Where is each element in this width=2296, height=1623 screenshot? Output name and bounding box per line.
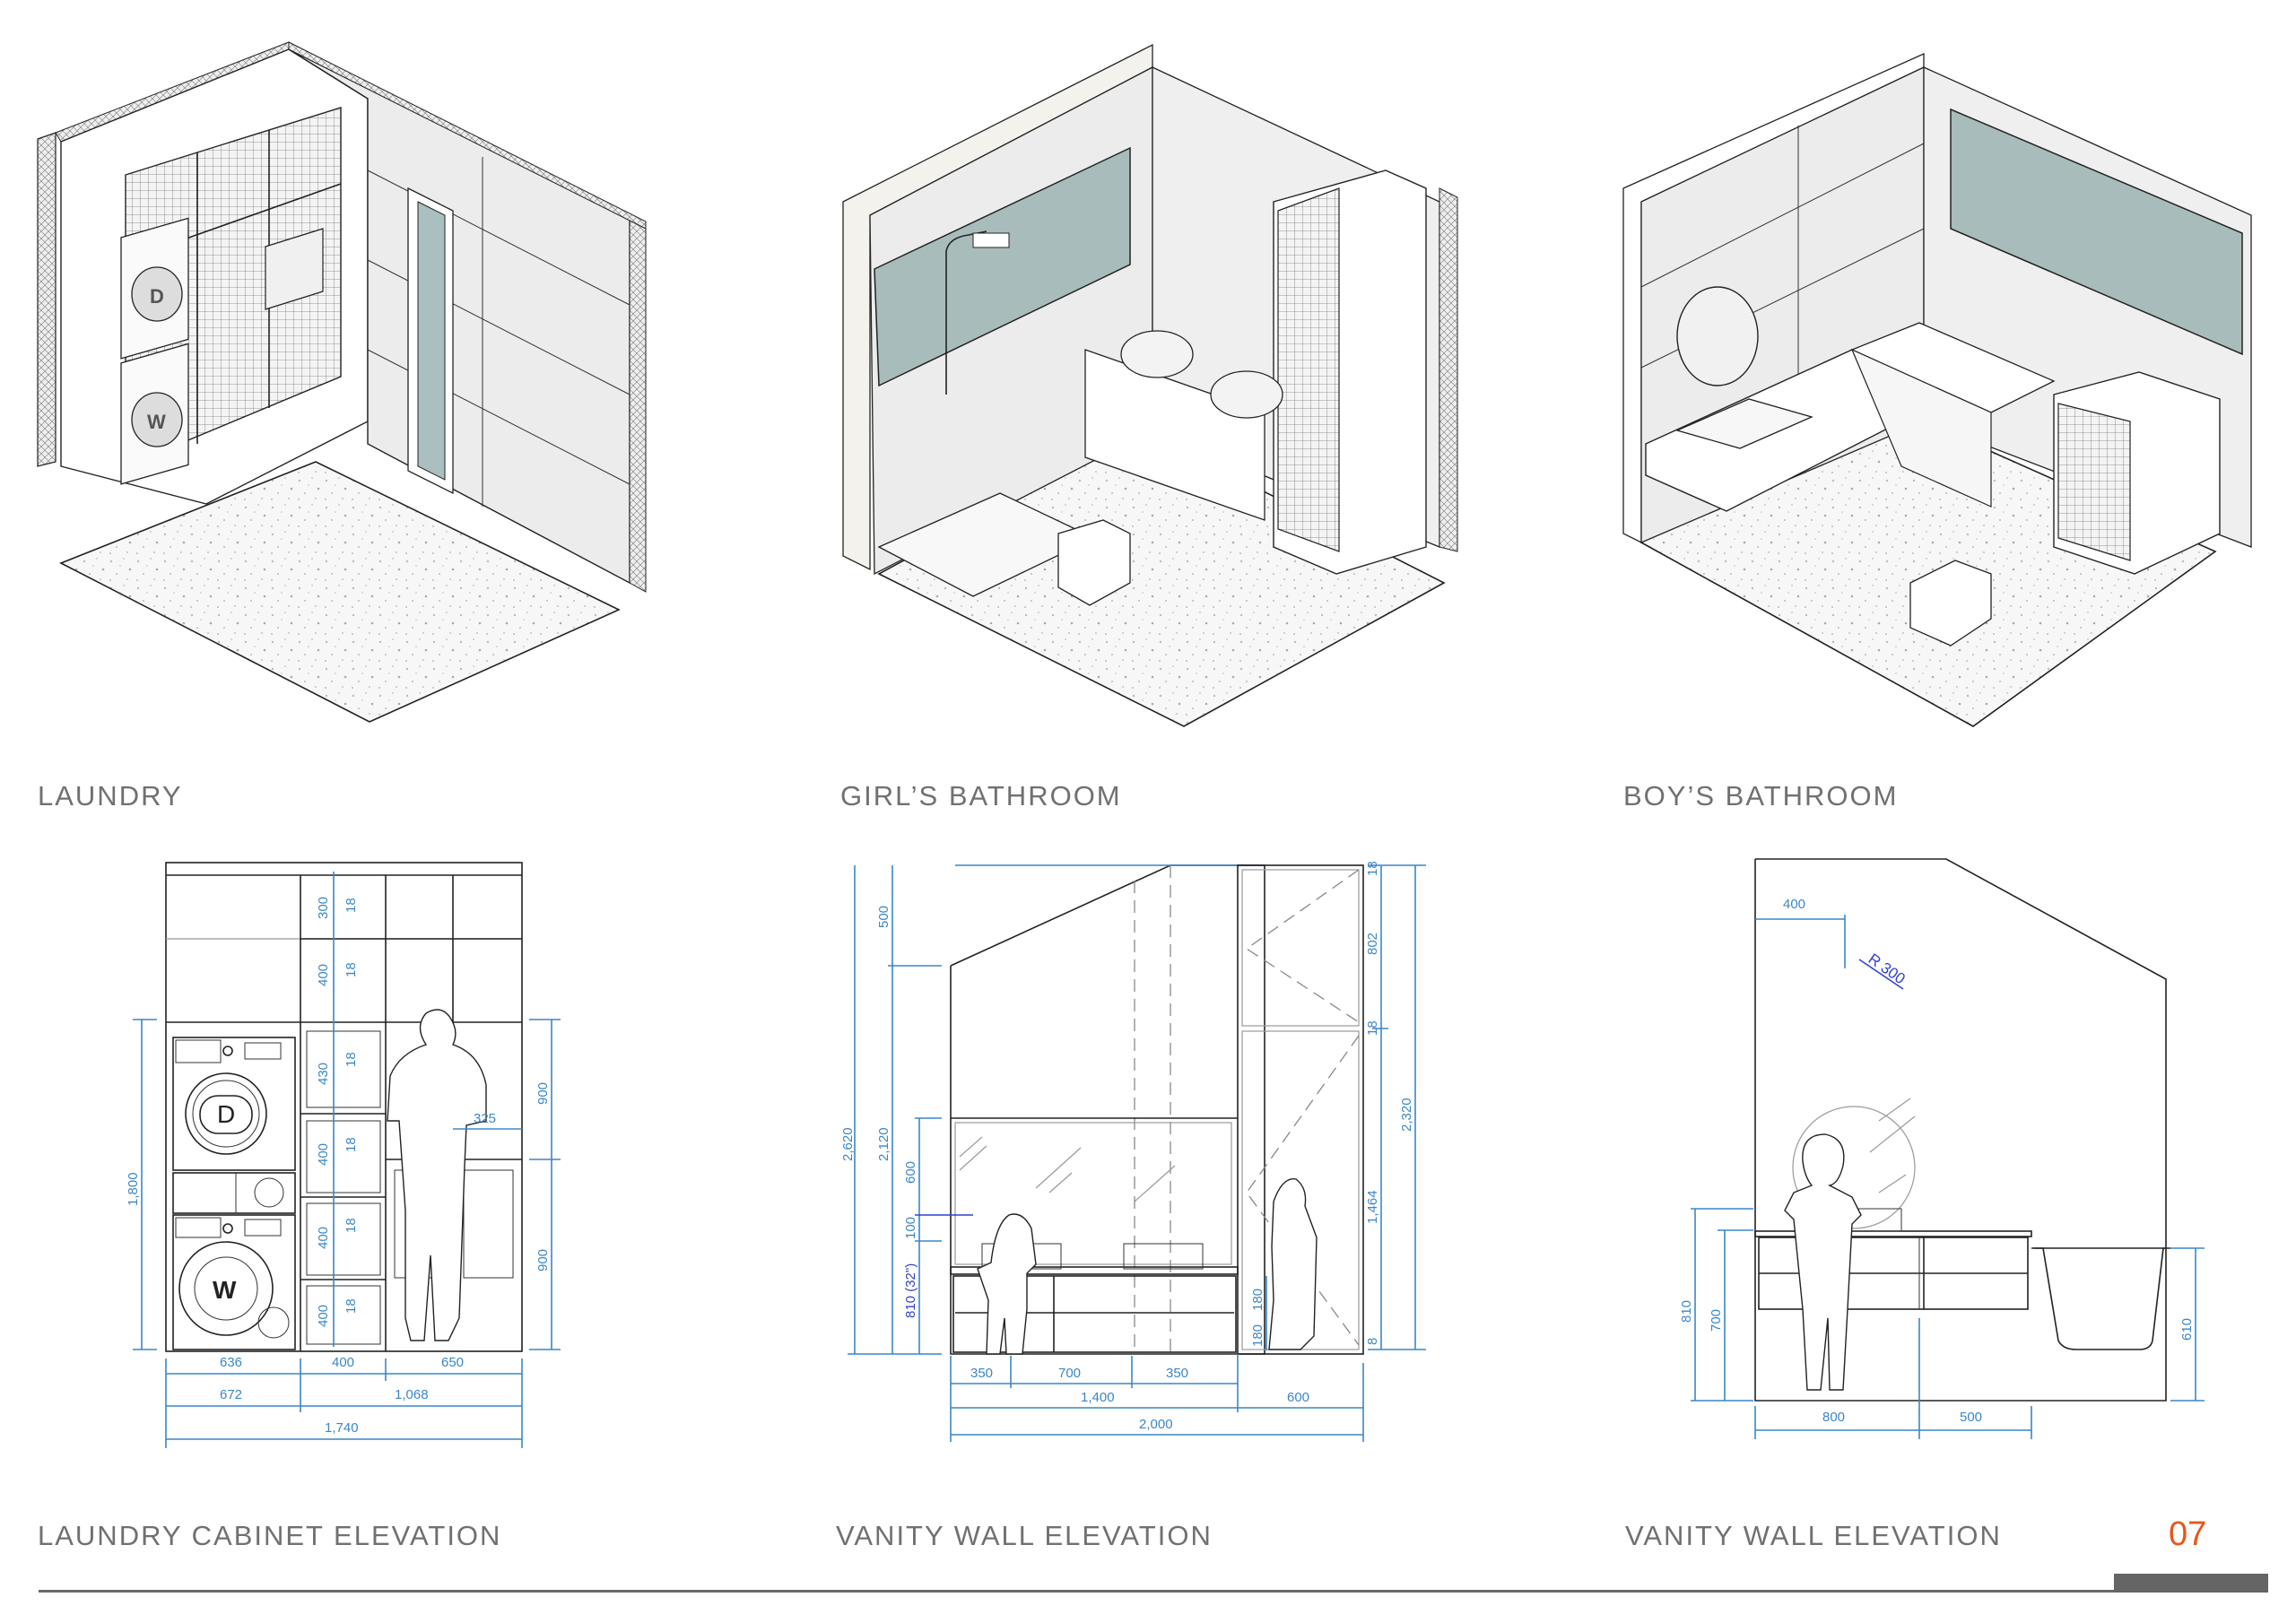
boys-bathroom-view-label: BOY’S BATHROOM (1623, 780, 1899, 812)
dim-lower-right: 900 (535, 1249, 551, 1271)
dim-reach: 325 (474, 1111, 496, 1126)
dim-shelf-6: 400 (316, 1305, 331, 1327)
dim-shelf-4: 400 (316, 1143, 331, 1166)
dim-basin-height: 100 (903, 1217, 918, 1239)
dim-counter-height: 810 (32") (903, 1263, 918, 1318)
washer-label: W (213, 1276, 237, 1304)
dim-drawer-b: 180 (1250, 1324, 1265, 1347)
dim-mirror-offset: 400 (1783, 897, 1805, 912)
dim-mirror-height: 600 (903, 1161, 918, 1184)
girls-bathroom-view-label: GIRL’S BATHROOM (840, 780, 1122, 812)
dim-bath-height: 610 (2179, 1318, 2195, 1341)
dim-row1-c: 650 (441, 1355, 464, 1370)
laundry-view-label: LAUNDRY (38, 780, 183, 812)
washer-label-iso: W (147, 411, 166, 433)
dim-thk-6: 18 (344, 1298, 359, 1314)
dim-row1-a: 350 (970, 1366, 993, 1381)
boys-bathroom-isometric-drawing (1622, 52, 2252, 727)
laundry-cabinet-elevation: D W 300 400 430 400 400 400 18 18 18 18 … (126, 862, 561, 1448)
dim-slope-drop: 500 (876, 906, 891, 928)
dim-row2-a: 1,400 (1081, 1390, 1115, 1405)
footer-bar (2114, 1574, 2268, 1593)
dim-shelf-1: 300 (316, 897, 331, 919)
dim-row3: 1,740 (325, 1420, 359, 1436)
dim-tall-mid-thk: 18 (1365, 1020, 1380, 1036)
dim-row1-a: 800 (1822, 1410, 1845, 1425)
dim-upper-right: 900 (535, 1082, 551, 1105)
laundry-isometric-drawing: D W (37, 41, 647, 723)
dim-overall-height: 1,800 (126, 1172, 141, 1206)
dim-basin-top: 810 (1679, 1300, 1694, 1323)
dim-thk-5: 18 (344, 1218, 359, 1233)
dim-total-height: 2,620 (840, 1127, 856, 1161)
dryer-label: D (217, 1100, 235, 1128)
dim-row1-c: 350 (1166, 1366, 1188, 1381)
dim-thk-1: 18 (344, 898, 359, 913)
dim-counter: 700 (1709, 1309, 1724, 1332)
girls-vanity-wall-elevation: 2,620 500 2,120 600 100 810 (32") 180 18… (840, 861, 1426, 1442)
dim-tall-lower: 1,464 (1365, 1190, 1380, 1224)
dim-row2-a: 672 (220, 1387, 242, 1402)
dim-row1-a: 636 (220, 1355, 242, 1370)
dim-thk-3: 18 (344, 1052, 359, 1067)
dim-shelf-2: 400 (316, 964, 331, 986)
boys-vanity-wall-elevation: 400 R 300 810 700 610 800 500 (1679, 858, 2205, 1439)
girls-bathroom-isometric-drawing (842, 43, 1458, 727)
laundry-cabinet-elevation-label: LAUNDRY CABINET ELEVATION (38, 1520, 502, 1551)
dim-shelf-5: 400 (316, 1227, 331, 1249)
dim-row2-b: 1,068 (395, 1387, 429, 1402)
dim-wall-height: 2,120 (876, 1127, 891, 1161)
boys-vanity-elevation-label: VANITY WALL ELEVATION (1625, 1520, 2002, 1551)
dim-row3: 2,000 (1139, 1417, 1173, 1432)
dim-drawer-a: 180 (1250, 1289, 1265, 1311)
dim-row1-b: 500 (1960, 1410, 1982, 1425)
dim-thk-2: 18 (344, 962, 359, 977)
dim-tall-bottom-thk: 8 (1365, 1338, 1380, 1345)
page-number: 07 (2169, 1515, 2207, 1553)
dim-row1-b: 400 (332, 1355, 354, 1370)
dim-row1-b: 700 (1058, 1366, 1081, 1381)
girls-vanity-elevation-label: VANITY WALL ELEVATION (836, 1520, 1213, 1551)
dim-row2-b: 600 (1287, 1390, 1309, 1405)
dryer-label-iso: D (150, 285, 164, 308)
dim-mirror-radius: R 300 (1866, 950, 1909, 988)
footer-rule (39, 1590, 2115, 1593)
dim-thk-4: 18 (344, 1137, 359, 1152)
dim-tall-upper: 802 (1365, 933, 1380, 955)
dim-tall-total: 2,320 (1399, 1098, 1414, 1132)
dim-tall-top-thk: 18 (1365, 861, 1380, 876)
dim-shelf-3: 430 (316, 1063, 331, 1085)
